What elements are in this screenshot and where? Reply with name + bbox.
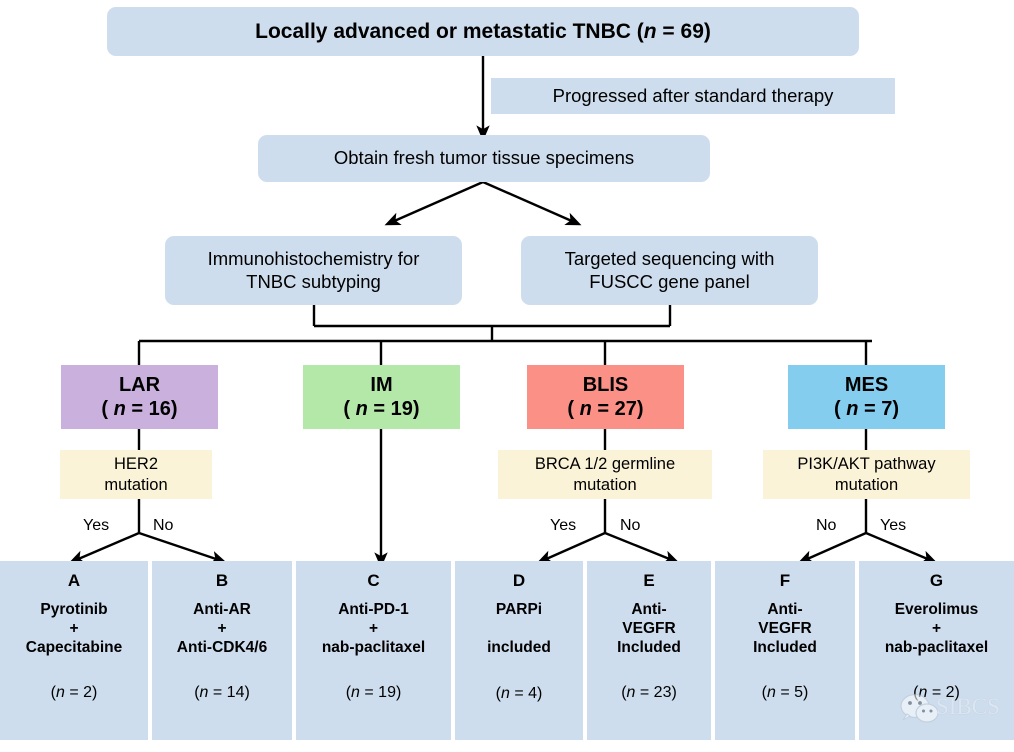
- arm-e-line2: VEGFR: [622, 619, 676, 637]
- decision-box-pi3k: PI3K/AKT pathway mutation: [763, 450, 970, 499]
- subtype-im-name: IM: [370, 373, 393, 396]
- branch-label-her2-yes: Yes: [83, 517, 110, 534]
- watermark: SIBCS: [900, 690, 1014, 738]
- branch-label-brca-no: No: [620, 517, 641, 534]
- subtype-mes-name: MES: [844, 373, 889, 396]
- title-prefix: Locally advanced or metastatic TNBC (: [255, 19, 644, 43]
- branch-label-her2-no: No: [153, 517, 174, 534]
- branch-label-pi3k-yes: Yes: [880, 517, 907, 534]
- arm-e-line1: Anti-: [631, 600, 667, 618]
- arm-c-letter: C: [367, 571, 380, 590]
- arm-a-line2: +: [69, 619, 79, 637]
- arm-box-f: F Anti- VEGFR Included (n = 5): [715, 561, 855, 740]
- arm-d-line2: [517, 620, 521, 639]
- arm-g-line1: Everolimus: [894, 600, 979, 618]
- arm-d-letter: D: [512, 571, 526, 590]
- watermark-text: SIBCS: [936, 694, 1000, 719]
- title-suffix: = 69): [656, 19, 711, 43]
- arm-g-line3: nab-paclitaxel: [884, 638, 989, 656]
- arm-e-letter: E: [643, 571, 655, 590]
- arm-g-n: (n = 2): [913, 684, 960, 702]
- subtype-box-im: IM ( n = 19): [303, 365, 460, 429]
- branch-label-pi3k-no: No: [816, 517, 837, 534]
- arm-d-line1: PARPi: [495, 600, 543, 618]
- arm-a-line3: Capecitabine: [25, 638, 123, 656]
- arm-box-a: A Pyrotinib + Capecitabine (n = 2): [0, 561, 148, 740]
- assay-box-ihc: Immunohistochemistry for TNBC subtyping: [165, 236, 462, 305]
- title-text: Locally advanced or metastatic TNBC (n =…: [255, 19, 711, 45]
- wechat-icon: [900, 693, 939, 723]
- arm-d-n: (n = 4): [495, 684, 543, 702]
- arm-a-line1: Pyrotinib: [40, 600, 108, 618]
- decision-her2-line2: mutation: [104, 475, 168, 494]
- decision-brca-line2: mutation: [573, 475, 637, 494]
- progressed-note-box: Progressed after standard therapy: [491, 78, 895, 114]
- arm-g-letter: G: [929, 571, 944, 590]
- arm-c-n: (n = 19): [345, 684, 402, 702]
- specimen-label: Obtain fresh tumor tissue specimens: [333, 147, 635, 169]
- subtype-box-mes: MES ( n = 7): [788, 365, 945, 429]
- arm-d-line3: included: [487, 638, 551, 656]
- arm-box-b: B Anti-AR + Anti-CDK4/6 (n = 14): [152, 561, 292, 740]
- subtype-im-n: ( n = 19): [343, 398, 420, 420]
- subtype-lar-n: ( n = 16): [101, 398, 178, 420]
- subtype-lar-name: LAR: [118, 373, 161, 396]
- arm-c-line2: +: [368, 619, 379, 637]
- arm-c-line3: nab-paclitaxel: [321, 638, 426, 656]
- assay-seq-line1: Targeted sequencing with: [564, 247, 775, 269]
- assay-ihc-line2: TNBC subtyping: [246, 270, 381, 292]
- subtype-blis-n: ( n = 27): [567, 398, 644, 420]
- arm-f-line2: VEGFR: [758, 619, 812, 637]
- arm-f-line3: Included: [753, 638, 817, 656]
- arm-box-e: E Anti- VEGFR Included (n = 23): [587, 561, 711, 740]
- arm-a-n: (n = 2): [50, 684, 98, 702]
- decision-pi3k-line1: PI3K/AKT pathway: [797, 455, 936, 474]
- subtype-blis-name: BLIS: [582, 373, 629, 396]
- arm-e-line3: Included: [617, 638, 681, 656]
- decision-her2-line1: HER2: [113, 455, 158, 474]
- branch-label-brca-yes: Yes: [550, 517, 577, 534]
- title-n-italic: n: [643, 19, 657, 43]
- arm-f-line1: Anti-: [767, 600, 803, 618]
- assay-seq-line2: FUSCC gene panel: [589, 270, 750, 292]
- specimen-box: Obtain fresh tumor tissue specimens: [258, 135, 710, 182]
- decision-pi3k-line2: mutation: [834, 475, 899, 494]
- arm-g-line2: +: [931, 619, 942, 637]
- decision-box-brca: BRCA 1/2 germline mutation: [498, 450, 712, 499]
- assay-ihc-line1: Immunohistochemistry for: [207, 247, 420, 269]
- arm-c-line1: Anti-PD-1: [338, 600, 409, 618]
- subtype-box-blis: BLIS ( n = 27): [527, 365, 684, 429]
- arm-box-c: C Anti-PD-1 + nab-paclitaxel (n = 19): [296, 561, 451, 740]
- arm-f-n: (n = 5): [761, 684, 809, 702]
- title-box: Locally advanced or metastatic TNBC (n =…: [107, 7, 859, 56]
- arm-box-d: D PARPi included (n = 4): [455, 561, 583, 740]
- arm-b-line3: Anti-CDK4/6: [176, 638, 268, 656]
- arm-f-letter: F: [779, 571, 791, 590]
- subtype-mes-n: ( n = 7): [833, 398, 899, 420]
- arm-b-line1: Anti-AR: [193, 600, 251, 618]
- arm-a-letter: A: [67, 571, 81, 590]
- arm-e-n: (n = 23): [621, 684, 677, 702]
- subtype-box-lar: LAR ( n = 16): [61, 365, 218, 429]
- arm-b-letter: B: [215, 571, 229, 590]
- decision-brca-line1: BRCA 1/2 germline: [534, 455, 676, 474]
- decision-box-her2: HER2 mutation: [60, 450, 212, 499]
- arm-b-n: (n = 14): [194, 684, 250, 702]
- progressed-note-label: Progressed after standard therapy: [552, 84, 834, 106]
- arm-b-line2: +: [217, 619, 227, 637]
- assay-box-sequencing: Targeted sequencing with FUSCC gene pane…: [521, 236, 818, 305]
